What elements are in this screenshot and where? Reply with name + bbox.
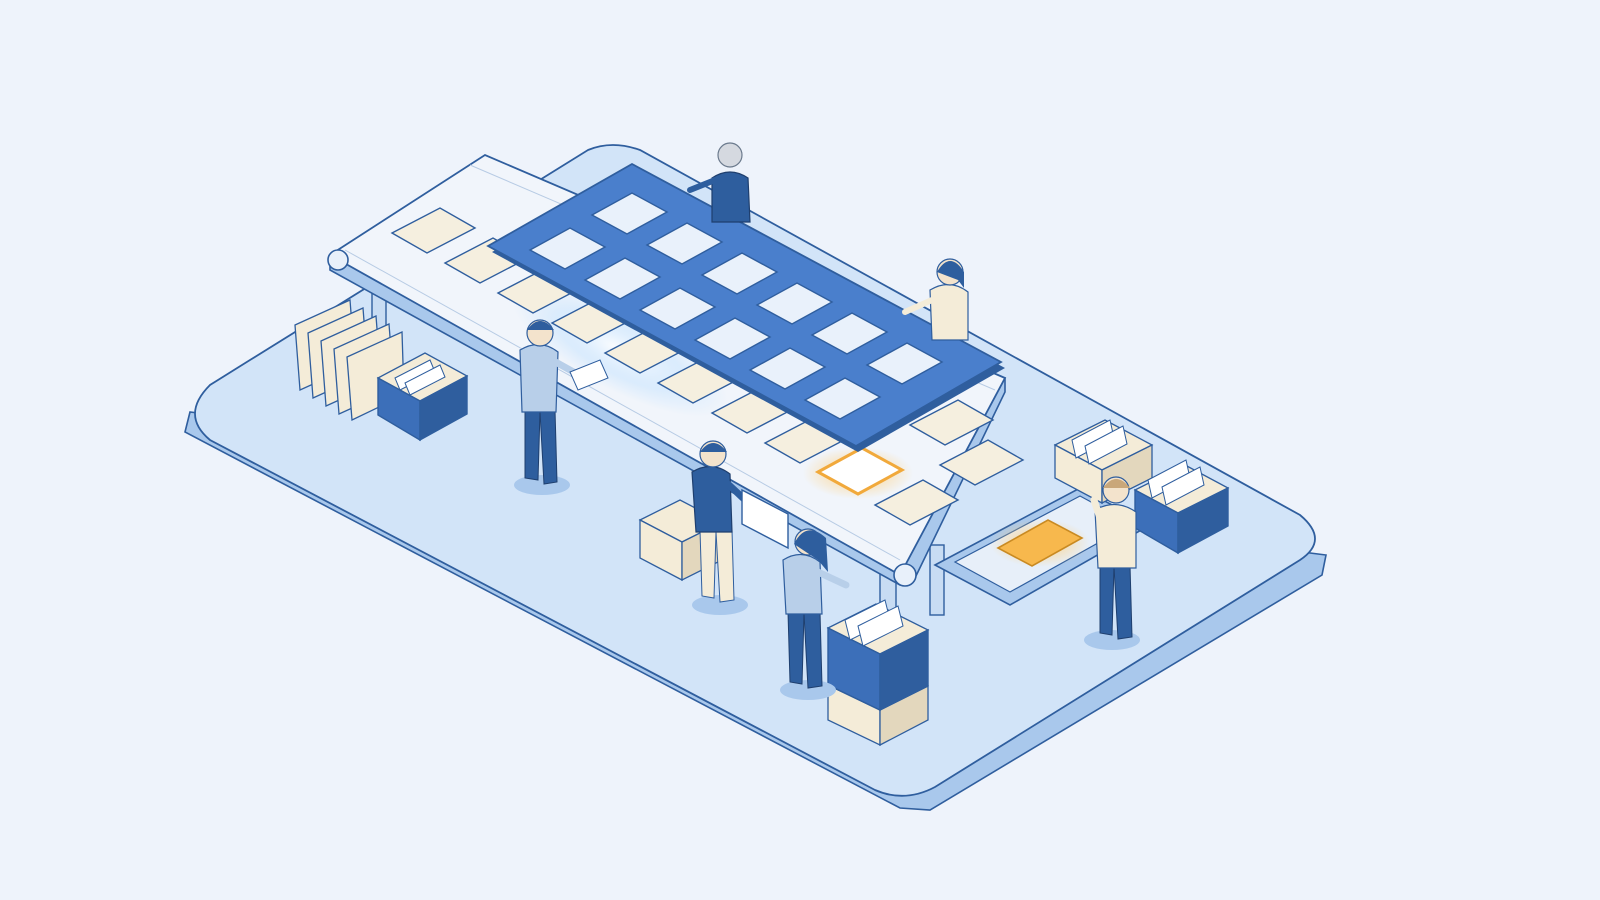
reviewer-person-right [902, 258, 969, 341]
document-card-icon [938, 439, 1025, 486]
highlighted-output-card [996, 519, 1084, 567]
filing-person [780, 528, 850, 700]
template-grid-icon [486, 162, 1005, 452]
inspector-person-tray [1084, 476, 1140, 650]
document-card-icon [908, 399, 995, 446]
filing-crate-icon [1133, 459, 1230, 555]
tablet-operator-person [691, 440, 789, 615]
document-card-icon [873, 479, 960, 526]
sorter-person-left [514, 319, 609, 495]
highlighted-card [803, 446, 913, 499]
supervisor-person [687, 142, 751, 223]
folder-stack [294, 299, 405, 421]
tablet-icon [741, 488, 789, 550]
document-card-icon [390, 207, 477, 254]
filing-crate-icon [826, 599, 930, 747]
filing-crate-icon [376, 352, 469, 442]
